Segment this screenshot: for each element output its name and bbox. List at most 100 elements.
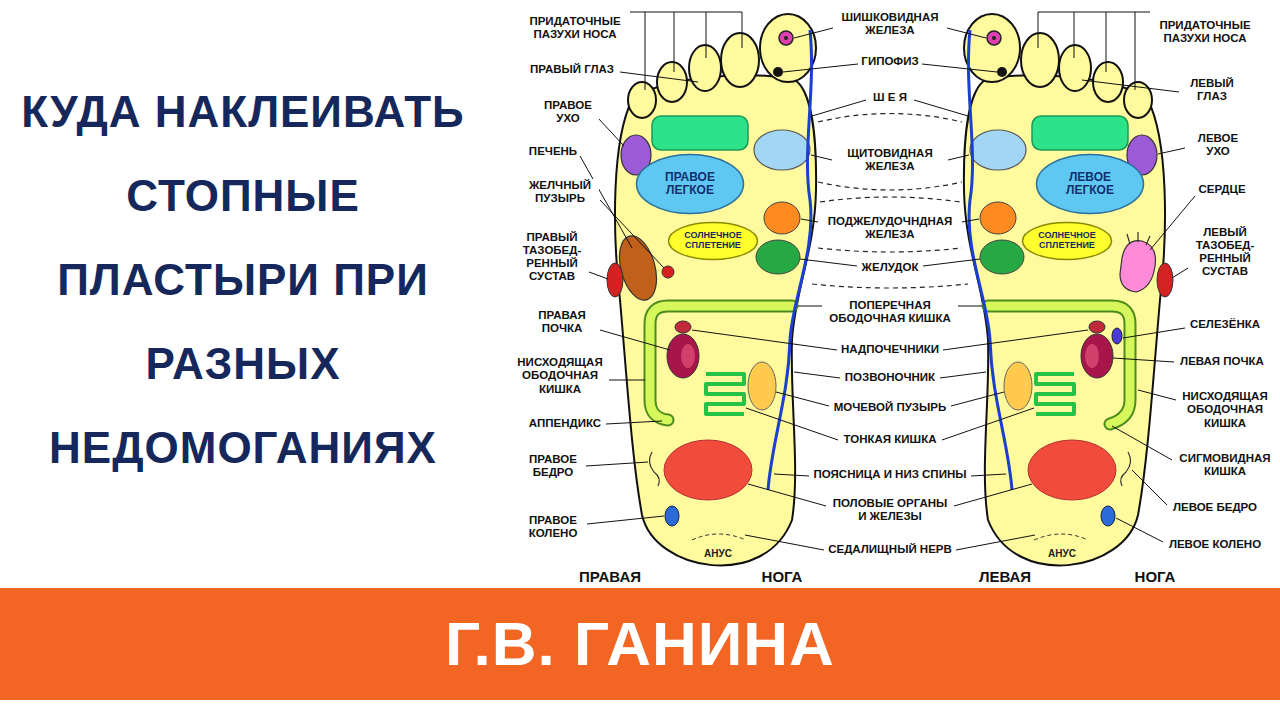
text-anchor: СЕЛЕЗЁНКА bbox=[1189, 318, 1263, 331]
part-label: ПРАВЫЙ ГЛАЗ bbox=[529, 63, 615, 76]
text-anchor: ПОЛОВЫЕ ОРГАНЫ И ЖЕЛЕЗЫ bbox=[828, 497, 953, 523]
text-anchor: ШИШКОВИДНАЯ ЖЕЛЕЗА bbox=[834, 11, 947, 37]
part-label: ЛЕВОЕ УХО bbox=[1187, 132, 1249, 158]
author-name: Г.В. ГАНИНА bbox=[445, 610, 835, 678]
zone-name: СОЛНЕЧНОЕ СПЛЕТЕНИЕ bbox=[678, 231, 748, 251]
foot-outline-node: ЛЕВОЕ ЛЕГКОЕ СОЛНЕЧНОЕ СПЛЕТЕНИЕ АНУС bbox=[950, 8, 1180, 588]
zone-name: СОЛНЕЧНОЕ СПЛЕТЕНИЕ bbox=[1032, 231, 1102, 251]
text-anchor: ПРАВАЯ bbox=[578, 568, 643, 585]
part-label: ШИШКОВИДНАЯ ЖЕЛЕЗА bbox=[834, 11, 946, 37]
text-anchor: ЩИТОВИДНАЯ ЖЕЛЕЗА bbox=[834, 147, 947, 173]
text-anchor: АНУС bbox=[704, 548, 733, 559]
part-label: ПРАВОЕ УХО bbox=[537, 99, 599, 125]
text-anchor: ТОНКАЯ КИШКА bbox=[843, 433, 939, 446]
part-label: ПРАВОЕ КОЛЕНО bbox=[521, 514, 585, 540]
text-anchor: НИСХОДЯЩАЯ ОБОДОЧНАЯ КИШКА bbox=[513, 356, 608, 396]
text-anchor: ЖЕЛЧНЫЙ ПУЗЫРЬ bbox=[522, 179, 600, 205]
text-anchor: ПРАВОЕ КОЛЕНО bbox=[521, 514, 586, 540]
part-label: Ш Е Я bbox=[872, 91, 908, 104]
text-anchor: СЕРДЦЕ bbox=[1197, 183, 1248, 196]
part-label: ЖЕЛЧНЫЙ ПУЗЫРЬ bbox=[522, 179, 599, 205]
text-anchor: ЛЕВАЯ bbox=[978, 568, 1034, 585]
text-anchor: ПРАВАЯ ПОЧКА bbox=[526, 309, 599, 335]
part-label: ПОДЖЕЛУДОЧНДНАЯ ЖЕЛЕЗА bbox=[819, 215, 961, 241]
text-anchor: ПОДЖЕЛУДОЧНДНАЯ ЖЕЛЕЗА bbox=[819, 215, 962, 241]
part-label: ЖЕЛУДОК bbox=[861, 261, 920, 274]
part-label: ПОПЕРЕЧНАЯ ОБОДОЧНАЯ КИШКА bbox=[824, 299, 956, 325]
zone-oval bbox=[669, 223, 758, 260]
part-label: ПРАВАЯ ПОЧКА bbox=[526, 309, 598, 335]
text-anchor: ПРАВОЕ БЕДРО bbox=[522, 453, 585, 479]
dashed-boundary bbox=[812, 284, 968, 288]
part-label: ПРАВОЕ БЕДРО bbox=[522, 453, 584, 479]
dashed-boundary bbox=[818, 182, 962, 190]
part-label: НОГА bbox=[1134, 568, 1177, 585]
part-label: ЛЕВАЯ ПОЧКА bbox=[1179, 355, 1265, 368]
text-anchor: ЛЕВЫЙ ТАЗОБЕД- РЕННЫЙ СУСТАВ bbox=[1190, 226, 1261, 279]
text-anchor: МОЧЕВОЙ ПУЗЫРЬ bbox=[833, 401, 949, 414]
text-anchor: ПРАВЫЙ ТАЗОБЕД- РЕННЫЙ СУСТАВ bbox=[517, 231, 588, 284]
dashed-boundary bbox=[818, 248, 962, 252]
zone-oval bbox=[637, 155, 744, 214]
text-anchor: НИСХОДЯЩАЯ ОБОДОЧНАЯ КИШКА bbox=[1178, 390, 1273, 430]
text-anchor: ПРАВЫЙ ГЛАЗ bbox=[529, 63, 617, 76]
text-anchor: Ш Е Я bbox=[872, 91, 909, 104]
part-label: ЛЕВАЯ bbox=[978, 568, 1032, 585]
reflex-zones bbox=[607, 30, 812, 540]
foot-drawing bbox=[600, 8, 830, 588]
text-anchor: НОГА bbox=[1134, 568, 1178, 585]
zone-boundary-lines bbox=[812, 114, 968, 289]
text-anchor: НОГА bbox=[761, 568, 805, 585]
text-anchor: ПОЗВОНОЧНИК bbox=[844, 371, 938, 384]
part-label: ЛЕВЫЙ ГЛАЗ bbox=[1181, 77, 1243, 103]
part-label: ЛЕВОЕ БЕДРО bbox=[1172, 501, 1258, 514]
part-label: ЛЕВОЕ КОЛЕНО bbox=[1168, 538, 1262, 551]
solar-plexus-zone: СОЛНЕЧНОЕ СПЛЕТЕНИЕ bbox=[667, 221, 759, 261]
lung-zone: ПРАВОЕ ЛЕГКОЕ bbox=[635, 153, 745, 215]
part-label: ПРАВЫЙ ТАЗОБЕД- РЕННЫЙ СУСТАВ bbox=[517, 231, 587, 284]
text-anchor: НАДПОЧЕЧНИКИ bbox=[840, 343, 942, 356]
zone-oval bbox=[1037, 155, 1144, 214]
text-anchor: ПЕЧЕНЬ bbox=[528, 145, 580, 158]
zone-caption: АНУС bbox=[1048, 548, 1076, 559]
text-anchor: ЖЕЛУДОК bbox=[861, 261, 921, 274]
part-label: ПОЛОВЫЕ ОРГАНЫ И ЖЕЛЕЗЫ bbox=[828, 497, 952, 523]
text-anchor: ГИПОФИЗ bbox=[860, 55, 921, 68]
text-anchor: АППЕНДИКС bbox=[528, 417, 604, 430]
foot-drawing bbox=[950, 8, 1180, 588]
foot-outline-node: ПРАВОЕ ЛЕГКОЕ СОЛНЕЧНОЕ СПЛЕТЕНИЕ АНУС bbox=[600, 8, 830, 588]
part-label: СЕРДЦЕ bbox=[1197, 183, 1246, 196]
part-label: СЕЛЕЗЁНКА bbox=[1189, 318, 1261, 331]
text-anchor: ПОЯСНИЦА И НИЗ СПИНЫ bbox=[813, 468, 969, 481]
text-anchor: ЛЕВАЯ ПОЧКА bbox=[1179, 355, 1266, 368]
text-anchor: ПРИДАТОЧНЫЕ ПАЗУХИ НОСА bbox=[1154, 19, 1257, 45]
dashed-boundary bbox=[820, 197, 960, 202]
part-label: ПРАВАЯ bbox=[578, 568, 642, 585]
part-label: МОЧЕВОЙ ПУЗЫРЬ bbox=[833, 401, 948, 414]
zone-oval bbox=[1023, 223, 1112, 260]
part-label: ГИПОФИЗ bbox=[860, 55, 919, 68]
part-label: ПОЗВОНОЧНИК bbox=[844, 371, 936, 384]
part-label: НИСХОДЯЩАЯ ОБОДОЧНАЯ КИШКА bbox=[513, 356, 607, 396]
lung-zone: ЛЕВОЕ ЛЕГКОЕ bbox=[1035, 153, 1145, 215]
part-label: ЩИТОВИДНАЯ ЖЕЛЕЗА bbox=[834, 147, 946, 173]
part-label: НАДПОЧЕЧНИКИ bbox=[840, 343, 940, 356]
part-label: НИСХОДЯЩАЯ ОБОДОЧНАЯ КИШКА bbox=[1178, 390, 1272, 430]
reflex-zones bbox=[968, 30, 1173, 540]
zone-name: ПРАВОЕ ЛЕГКОЕ bbox=[654, 171, 726, 197]
text-anchor: ПРАВОЕ УХО bbox=[537, 99, 600, 125]
part-label: НОГА bbox=[761, 568, 804, 585]
part-label: ПЕЧЕНЬ bbox=[528, 145, 578, 158]
text-anchor: СИГМОВИДНАЯ КИШКА bbox=[1174, 452, 1277, 478]
part-label: ПОЯСНИЦА И НИЗ СПИНЫ bbox=[813, 468, 968, 481]
text-anchor: СЕДАЛИЩНЫЙ НЕРВ bbox=[827, 543, 954, 556]
part-label: СИГМОВИДНАЯ КИШКА bbox=[1174, 452, 1276, 478]
part-label: АППЕНДИКС bbox=[528, 417, 602, 430]
zone-name: ЛЕВОЕ ЛЕГКОЕ bbox=[1054, 171, 1126, 197]
author-band: Г.В. ГАНИНА bbox=[0, 588, 1280, 700]
zone-caption: АНУС bbox=[704, 548, 732, 559]
text-anchor: АНУС bbox=[1048, 548, 1077, 559]
text-anchor: ЛЕВОЕ КОЛЕНО bbox=[1168, 538, 1264, 551]
part-label: ТОНКАЯ КИШКА bbox=[843, 433, 938, 446]
